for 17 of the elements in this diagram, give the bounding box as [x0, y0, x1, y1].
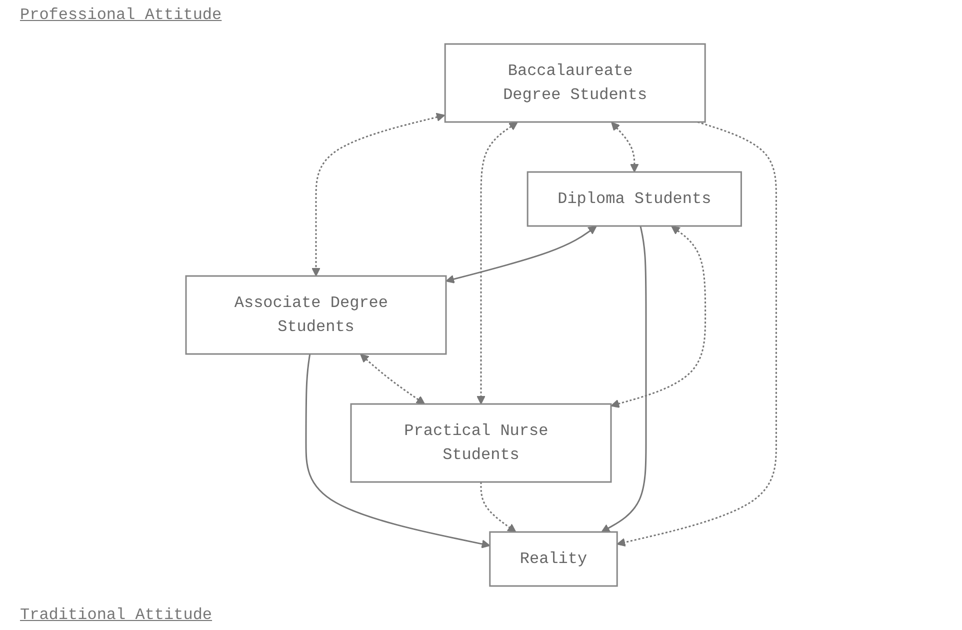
attitude-label: Traditional Attitude: [20, 606, 212, 624]
arrow: [446, 226, 597, 284]
node-box: Reality: [489, 531, 618, 587]
arrow: [480, 482, 516, 532]
arrow: [601, 226, 647, 532]
arrow: [360, 354, 425, 404]
node-box: Associate Degree Students: [185, 275, 447, 355]
arrow: [610, 226, 706, 408]
node-box: Baccalaureate Degree Students: [444, 43, 706, 123]
arrow: [312, 112, 445, 276]
arrow: [305, 354, 490, 548]
arrow: [611, 122, 639, 172]
node-box: Practical Nurse Students: [350, 403, 612, 483]
arrow: [616, 121, 777, 547]
node-box: Diploma Students: [526, 171, 742, 227]
attitude-label: Professional Attitude: [20, 6, 222, 24]
arrow: [476, 122, 518, 404]
